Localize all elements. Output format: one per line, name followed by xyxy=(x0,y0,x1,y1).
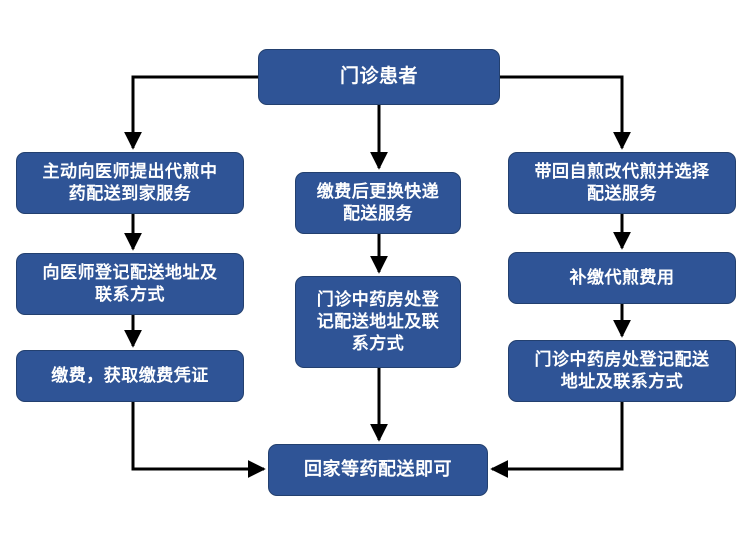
node-label: 门诊患者 xyxy=(339,65,418,87)
edge-start-to-r1 xyxy=(500,75,631,150)
node-label: 回家等药配送即可 xyxy=(304,459,452,480)
node-end-wait-for-delivery-at-home[interactable]: 回家等药配送即可 xyxy=(268,444,488,496)
edge-l3-to-end xyxy=(131,402,266,478)
node-left-pay-and-get-receipt[interactable]: 缴费，获取缴费凭证 xyxy=(16,350,244,402)
node-left-register-address-with-doctor[interactable]: 向医师登记配送地址及 联系方式 xyxy=(16,253,244,315)
node-label: 向医师登记配送地址及 联系方式 xyxy=(42,263,218,304)
edge-start-to-l1 xyxy=(124,75,258,150)
node-left-request-decoction-delivery[interactable]: 主动向医师提出代煎中 药配送到家服务 xyxy=(16,152,244,214)
node-label: 补缴代煎费用 xyxy=(569,268,675,288)
node-label: 门诊中药房处登 记配送地址及联 系方式 xyxy=(316,290,440,353)
node-label: 主动向医师提出代煎中 药配送到家服务 xyxy=(42,162,218,203)
node-label: 门诊中药房处登记配送 地址及联系方式 xyxy=(534,350,710,391)
node-right-change-to-decoction-and-delivery[interactable]: 带回自煎改代煎并选择 配送服务 xyxy=(508,152,736,214)
node-label: 缴费，获取缴费凭证 xyxy=(51,366,209,386)
node-middle-register-address-at-pharmacy[interactable]: 门诊中药房处登 记配送地址及联 系方式 xyxy=(295,276,461,368)
node-middle-switch-to-express-delivery[interactable]: 缴费后更换快递 配送服务 xyxy=(295,172,461,234)
node-label: 带回自煎改代煎并选择 配送服务 xyxy=(534,162,710,203)
node-start-outpatient[interactable]: 门诊患者 xyxy=(258,49,500,105)
node-right-pay-decoction-fee[interactable]: 补缴代煎费用 xyxy=(508,252,736,304)
edge-r3-to-end xyxy=(490,402,624,478)
node-label: 缴费后更换快递 配送服务 xyxy=(316,182,440,223)
node-right-register-address-at-pharmacy[interactable]: 门诊中药房处登记配送 地址及联系方式 xyxy=(508,340,736,402)
